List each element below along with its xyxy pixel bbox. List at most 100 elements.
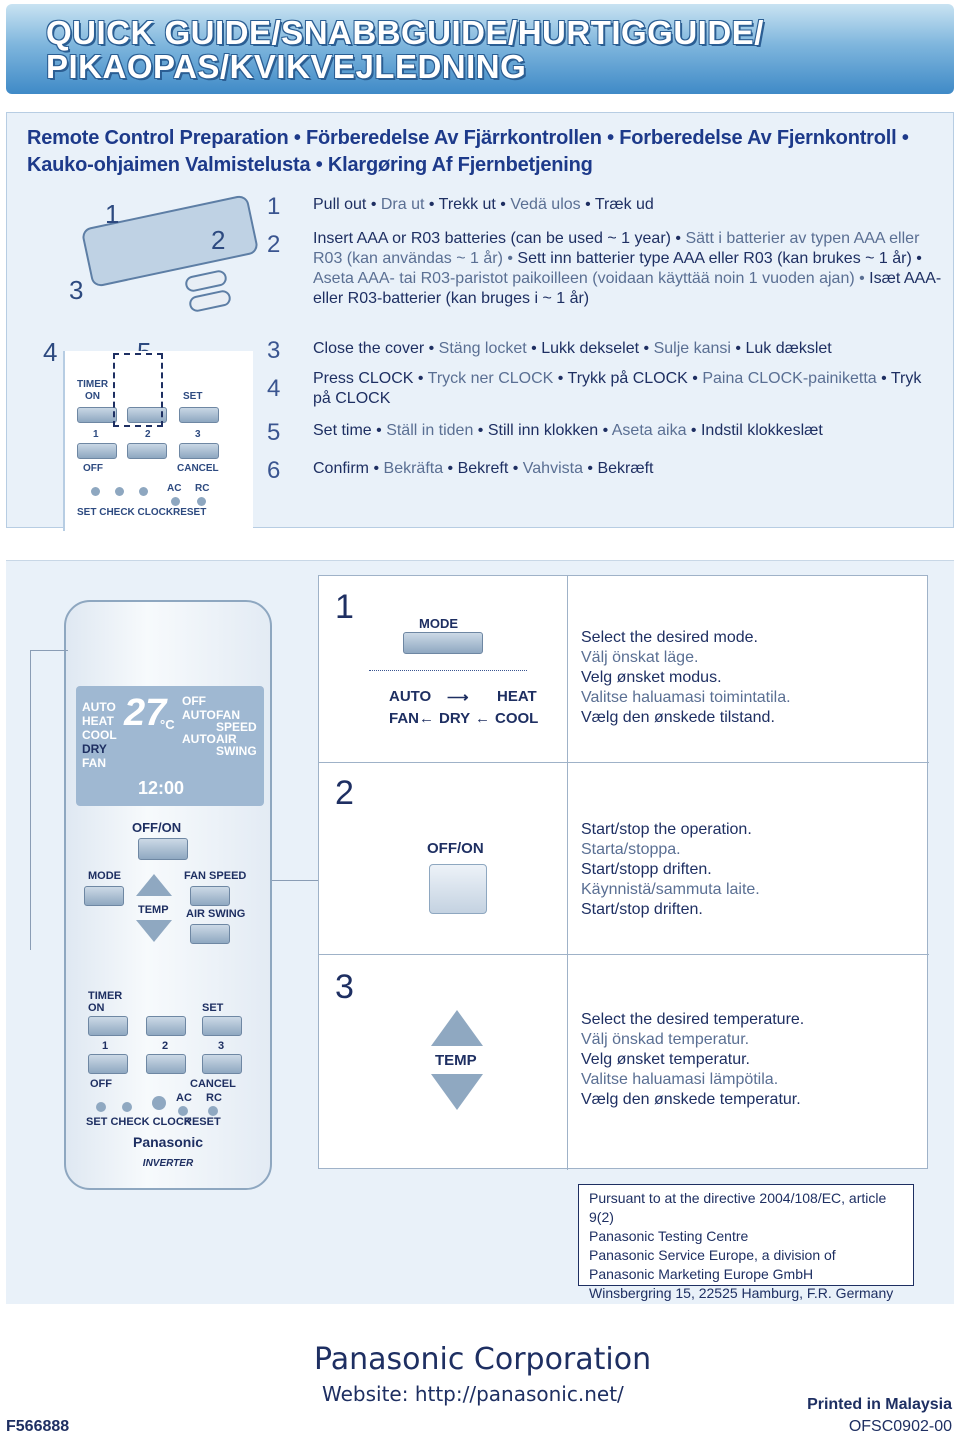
- air-swing-button[interactable]: [190, 924, 230, 944]
- ac-label: AC: [176, 1092, 192, 1104]
- guide-description: Select the desired mode. Välj önskat läg…: [581, 628, 921, 728]
- temp-button-label: TEMP: [435, 1052, 477, 1069]
- button-1-label: 1: [102, 1040, 109, 1052]
- step-text: Press CLOCK • Tryck ner CLOCK • Trykk på…: [313, 369, 943, 409]
- off-on-button[interactable]: [138, 838, 188, 860]
- bullet: •: [424, 340, 439, 357]
- step-text-da: Luk dækslet: [745, 340, 832, 357]
- flow-fan: FAN: [389, 710, 419, 727]
- arrow-left-icon: ←: [419, 710, 434, 727]
- step-text: Confirm • Bekräfta • Bekreft • Vahvista …: [313, 459, 943, 479]
- lcd-display: AUTO HEAT COOL DRY FAN 27 °C OFF AUTO AU…: [76, 686, 264, 806]
- mode-button[interactable]: [403, 632, 483, 654]
- temp-label: TEMP: [138, 904, 169, 916]
- lcd-speed-label: SPEED: [216, 720, 257, 734]
- rc-label: RC: [195, 483, 210, 494]
- bullet: •: [413, 370, 428, 387]
- button-2-label: 2: [162, 1040, 169, 1052]
- connector-line: [272, 880, 318, 881]
- section-heading: Remote Control Preparation • Förberedels…: [27, 127, 909, 176]
- check-dot-button[interactable]: [122, 1102, 132, 1112]
- remote-preparation-panel: Remote Control Preparation • Förberedels…: [6, 112, 954, 531]
- bullet: •: [508, 460, 523, 477]
- step-number: 3: [267, 337, 281, 364]
- guide-step-number: 2: [335, 774, 354, 812]
- timer-down-button[interactable]: [146, 1054, 186, 1074]
- page-title: QUICK GUIDE/SNABBGUIDE/HURTIGGUIDE/ PIKA…: [46, 14, 764, 85]
- legal-notice-box: Pursuant to at the directive 2004/108/EC…: [578, 1184, 914, 1301]
- set-dot-button[interactable]: [96, 1102, 106, 1112]
- cancel-label: CANCEL: [177, 463, 219, 474]
- website-text: Website: http://panasonic.net/: [322, 1382, 624, 1406]
- illustration-number: 2: [211, 225, 226, 255]
- bullet: •: [495, 196, 511, 213]
- cancel-button[interactable]: [202, 1054, 242, 1074]
- divider: [567, 576, 568, 1170]
- step-text: Close the cover • Stäng locket • Lukk de…: [313, 339, 943, 359]
- lcd-clock: 12:00: [138, 778, 185, 798]
- air-swing-label: AIR SWING: [186, 908, 246, 920]
- lcd-auto-fan: AUTO: [182, 708, 216, 722]
- bullet: •: [526, 340, 542, 357]
- step-text-en: Set time: [313, 422, 372, 439]
- desc-da: Start/stop driften.: [581, 901, 703, 918]
- on-label: ON: [85, 391, 100, 402]
- set-check-clock-label: SET CHECK CLOCK: [77, 507, 174, 518]
- step-text: Pull out • Dra ut • Trekk ut • Vedä ulos…: [313, 195, 943, 215]
- bullet: •: [730, 340, 746, 357]
- clock-dot-button[interactable]: [152, 1096, 166, 1110]
- off-on-button[interactable]: [429, 864, 487, 914]
- dotted-divider: [369, 670, 527, 671]
- cancel-button: [179, 443, 219, 459]
- step-text-da: Tryk på CLOCK: [313, 370, 922, 407]
- guide-description: Select the desired temperature. Välj öns…: [581, 1010, 921, 1110]
- step-text-da: Indstil klokkeslæt: [700, 422, 823, 439]
- desc-sv: Välj önskat läge.: [581, 649, 699, 666]
- bullet: •: [443, 460, 458, 477]
- desc-da: Vælg den ønskede temperatur.: [581, 1091, 801, 1108]
- bullet: •: [639, 340, 654, 357]
- bullet: •: [553, 370, 568, 387]
- desc-no: Start/stopp driften.: [581, 861, 712, 878]
- up-button: [127, 407, 167, 423]
- set-button: [179, 407, 219, 423]
- lcd-auto-swing: AUTO: [182, 732, 216, 746]
- ac-dot-button[interactable]: [178, 1106, 188, 1116]
- down-button: [127, 443, 167, 459]
- legal-line: Panasonic Testing Centre: [589, 1228, 749, 1244]
- set-button[interactable]: [202, 1016, 242, 1036]
- step-text-no: Lukk dekselet: [541, 340, 640, 357]
- timer-up-button[interactable]: [146, 1016, 186, 1036]
- brand-logo: Panasonic: [132, 1134, 204, 1150]
- rc-dot-button[interactable]: [208, 1106, 218, 1116]
- temp-up-icon[interactable]: [431, 1010, 483, 1046]
- lcd-mode-auto: AUTO: [82, 700, 116, 714]
- desc-fi: Valitse haluamasi toimintatila.: [581, 689, 791, 706]
- step-text-fi: Paina CLOCK-painiketta: [702, 370, 877, 387]
- fan-speed-button[interactable]: [190, 886, 230, 906]
- lcd-mode-fan: FAN: [82, 756, 106, 770]
- reset-label: RESET: [184, 1116, 221, 1128]
- desc-en: Select the desired mode.: [581, 629, 758, 646]
- timer-on-button[interactable]: [88, 1016, 128, 1036]
- lcd-fan-label: FAN: [216, 708, 240, 722]
- divider: [319, 954, 929, 955]
- connector-line: [30, 650, 68, 651]
- temp-down-icon[interactable]: [431, 1074, 483, 1110]
- step-number: 2: [267, 231, 281, 258]
- ac-label: AC: [167, 483, 182, 494]
- step-text-no: Trekk ut: [438, 196, 496, 213]
- fan-speed-label: FAN SPEED: [184, 870, 247, 882]
- timer-off-button[interactable]: [88, 1054, 128, 1074]
- lcd-mode-cool: COOL: [82, 728, 117, 742]
- temp-down-icon[interactable]: [136, 920, 172, 942]
- mode-button[interactable]: [84, 886, 124, 906]
- step-text-no: Trykk på CLOCK: [567, 370, 688, 387]
- step-text-sv: Bekräfta: [383, 460, 444, 477]
- lcd-swing-label: SWING: [216, 744, 257, 758]
- step-text-sv: Tryck ner CLOCK: [427, 370, 554, 387]
- highlight-dashed-box: [113, 353, 163, 427]
- flow-auto: AUTO: [389, 688, 432, 705]
- temp-up-icon[interactable]: [136, 874, 172, 896]
- illustration-number: 1: [105, 199, 120, 229]
